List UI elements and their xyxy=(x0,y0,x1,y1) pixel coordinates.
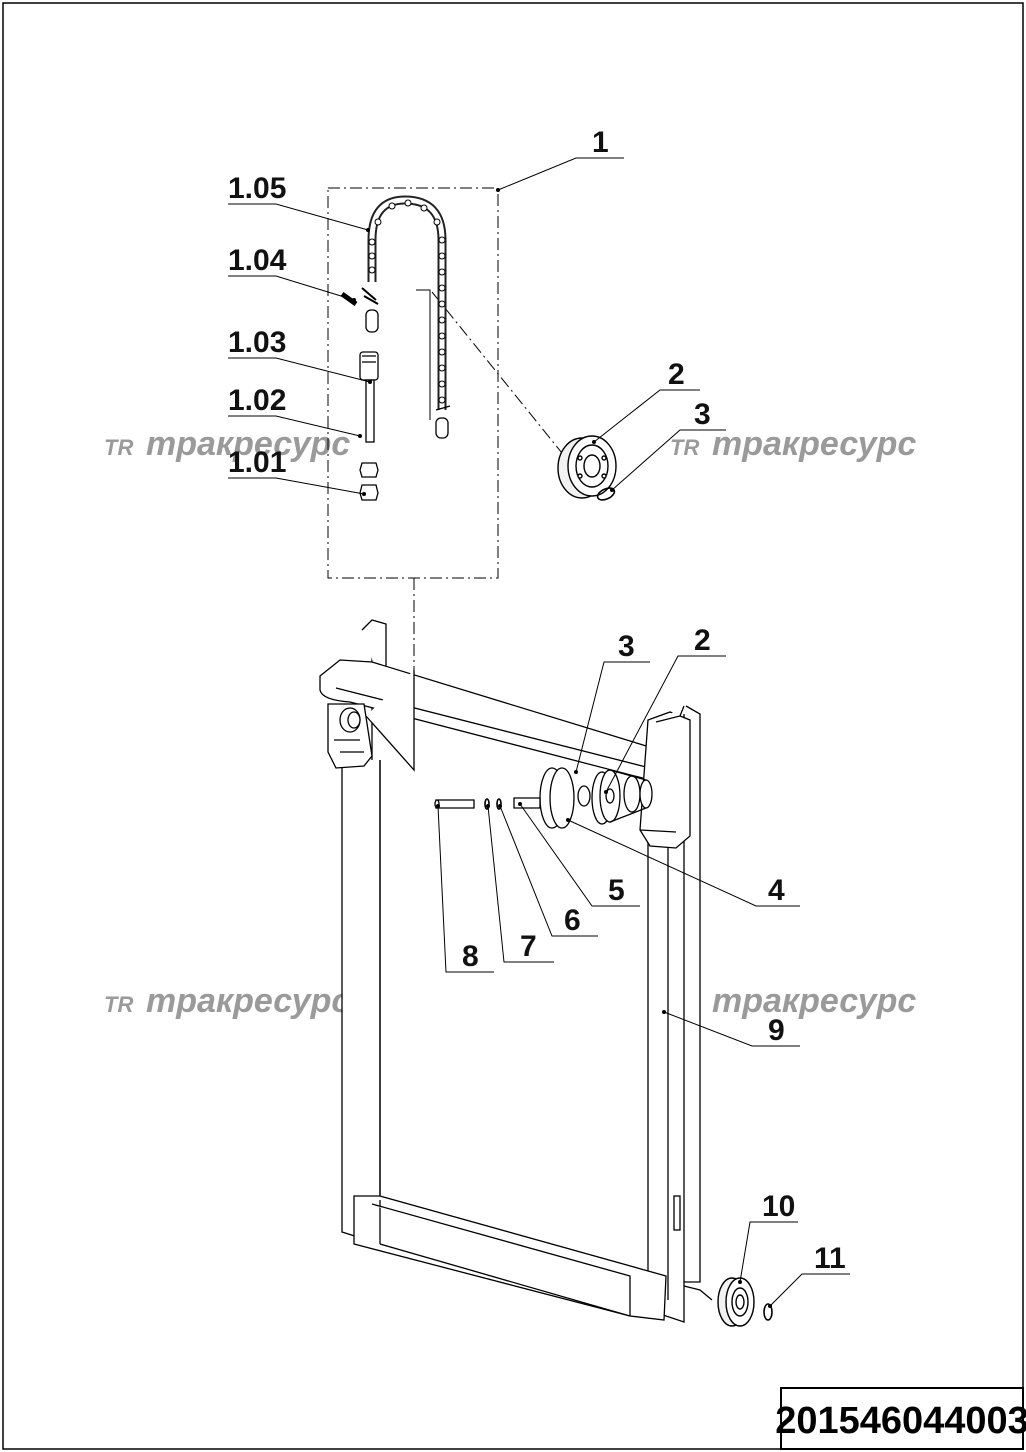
callout-7: 7 xyxy=(520,930,537,963)
mast-frame-part-9 xyxy=(319,619,713,1323)
watermark-text: тракресурс xyxy=(146,982,350,1020)
watermark-logo: TR xyxy=(104,435,133,460)
leader-lines xyxy=(228,157,850,1307)
watermark-text: тракресурс xyxy=(146,425,350,463)
callout-3-top: 3 xyxy=(694,398,711,431)
watermark-1: TR тракресурс xyxy=(104,425,350,463)
callout-2-top: 2 xyxy=(668,358,685,391)
callout-4: 4 xyxy=(768,874,785,907)
callout-3-lower: 3 xyxy=(618,630,635,663)
callout-1-01: 1.01 xyxy=(228,446,286,479)
watermark-3: TR тракресурс xyxy=(104,982,350,1020)
retaining-ring-part-11 xyxy=(763,1303,773,1321)
callout-8: 8 xyxy=(462,940,479,973)
callout-5: 5 xyxy=(608,874,625,907)
callout-10: 10 xyxy=(762,1190,795,1223)
callout-1-04: 1.04 xyxy=(228,244,287,277)
callout-6: 6 xyxy=(564,904,581,937)
callout-1-03: 1.03 xyxy=(228,326,286,359)
leader-dots xyxy=(352,188,772,1308)
watermark-text: тракресурс xyxy=(712,982,916,1020)
watermark-logo: TR xyxy=(670,435,699,460)
nut-part-1-02 xyxy=(359,462,379,478)
watermark-4: TR тракресурс xyxy=(670,982,916,1020)
detail-box-1 xyxy=(327,187,567,670)
document-number: 201546044003 xyxy=(775,1400,1026,1442)
anchor-bolt-part-1-03 xyxy=(359,351,379,443)
watermark-text: тракресурс xyxy=(712,425,916,463)
shaft-part-8 xyxy=(434,799,475,809)
callout-11: 11 xyxy=(814,1242,846,1275)
roller-bearing-part-10 xyxy=(717,1277,755,1327)
callout-9: 9 xyxy=(768,1014,785,1047)
retaining-ring-part-3 xyxy=(596,487,616,501)
callout-2-lower: 2 xyxy=(694,624,711,657)
callout-1: 1 xyxy=(592,126,609,159)
document-number-box: 201546044003 xyxy=(775,1387,1026,1450)
spacer-part-5 xyxy=(513,797,541,809)
callout-labels: 1 1.05 1.04 1.03 1.02 1.01 2 3 3 2 5 4 6… xyxy=(228,126,846,1275)
watermark-logo: TR xyxy=(104,992,133,1017)
roller-bearing-part-2 xyxy=(557,435,617,499)
callout-1-05: 1.05 xyxy=(228,172,286,205)
watermark-2: TR тракресурс xyxy=(670,425,916,463)
pin-part-1-04 xyxy=(340,287,379,307)
callout-1-02: 1.02 xyxy=(228,384,286,417)
pulley-assembly xyxy=(539,767,653,829)
chain-part-1-05 xyxy=(365,195,451,439)
